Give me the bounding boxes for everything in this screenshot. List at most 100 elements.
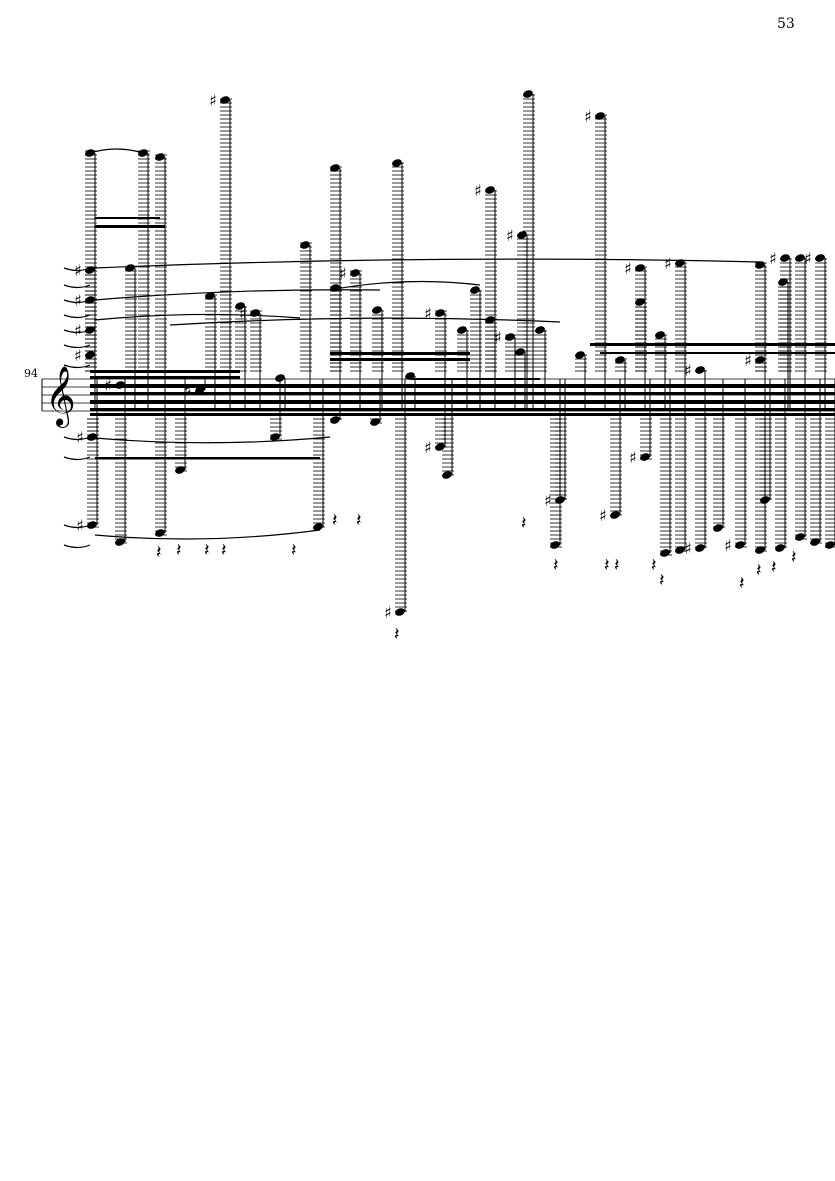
notehead (778, 278, 788, 286)
beam (95, 217, 160, 219)
notehead (780, 254, 790, 262)
note (138, 149, 150, 411)
sharp-icon: ♯ (629, 448, 637, 467)
sharp-icon: ♯ (74, 346, 82, 365)
notehead (155, 153, 165, 161)
notehead (695, 366, 705, 374)
notehead (205, 292, 215, 300)
notehead (485, 316, 495, 324)
tie (63, 364, 91, 369)
notehead (195, 386, 205, 394)
tie (169, 317, 561, 326)
notehead (760, 496, 770, 504)
note (155, 379, 167, 537)
note (760, 379, 772, 504)
beam (90, 392, 835, 395)
notehead (350, 269, 360, 277)
note (405, 372, 416, 411)
sharp-icon: ♯ (384, 603, 392, 622)
notehead (755, 356, 765, 364)
note (370, 379, 382, 426)
sharp-icon: ♯ (744, 351, 752, 370)
note (313, 379, 325, 531)
quarter-rest-icon: 𝄽 (553, 555, 559, 576)
notehead (85, 149, 95, 157)
note: ♯ (239, 304, 262, 411)
note: ♯ (684, 379, 707, 558)
note (660, 379, 672, 557)
notehead (85, 351, 95, 359)
notehead (660, 549, 670, 557)
rests: 𝄽𝄽𝄽𝄽𝄽𝄽𝄽𝄽𝄽𝄽𝄽𝄽𝄽𝄽𝄽𝄽𝄽𝄽 (156, 510, 797, 645)
note: ♯ (584, 107, 607, 411)
note: ♯ (804, 249, 827, 411)
quarter-rest-icon: 𝄽 (221, 540, 227, 561)
note (713, 379, 725, 532)
sharp-icon: ♯ (724, 536, 732, 555)
quarter-rest-icon: 𝄽 (739, 573, 745, 594)
notehead (695, 544, 705, 552)
note: ♯ (339, 264, 362, 411)
quarter-rest-icon: 𝄽 (394, 624, 400, 645)
notehead (755, 261, 765, 269)
sharp-icon: ♯ (474, 181, 482, 200)
notehead (330, 416, 340, 424)
sharp-icon: ♯ (239, 304, 247, 323)
sharp-icon: ♯ (769, 249, 777, 268)
notehead (635, 264, 645, 272)
quarter-rest-icon: 𝄽 (291, 540, 297, 561)
note (810, 379, 822, 546)
note: ♯ (74, 346, 97, 411)
note (115, 379, 127, 546)
note (372, 306, 384, 411)
notehead (85, 326, 95, 334)
sharp-icon: ♯ (599, 506, 607, 525)
sharp-icon: ♯ (494, 328, 502, 347)
tie (63, 314, 91, 319)
beam (330, 358, 470, 361)
quarter-rest-icon: 𝄽 (791, 547, 797, 568)
note (330, 379, 342, 424)
note (615, 356, 627, 411)
quarter-rest-icon: 𝄽 (521, 513, 527, 534)
notes: ♯♯♯♯♯♯♯♯♯♯♯♯♯♯♯♯♯♯♯♯♯♯♯♯♯♯♯♯♯ (74, 90, 835, 622)
quarter-rest-icon: 𝄽 (771, 557, 777, 578)
quarter-rest-icon: 𝄽 (176, 540, 182, 561)
note (675, 379, 687, 554)
notehead (555, 496, 565, 504)
note (778, 278, 790, 411)
beam (90, 408, 835, 411)
notehead (175, 466, 185, 474)
notehead (435, 443, 445, 451)
note (485, 316, 497, 411)
beams (90, 217, 835, 460)
note: ♯ (474, 181, 497, 411)
treble-clef-icon: 𝄞 (45, 366, 76, 428)
notehead (815, 254, 825, 262)
notehead (713, 524, 723, 532)
notehead (300, 241, 310, 249)
notehead (675, 546, 685, 554)
quarter-rest-icon: 𝄽 (332, 510, 338, 531)
notehead (235, 302, 245, 310)
note (155, 153, 167, 411)
quarter-rest-icon: 𝄽 (604, 555, 610, 576)
sharp-icon: ♯ (624, 259, 632, 278)
tie (63, 344, 91, 349)
notehead (675, 259, 685, 267)
note (300, 241, 312, 411)
tie (94, 258, 761, 269)
notehead (485, 186, 495, 194)
notehead (85, 296, 95, 304)
notehead (735, 541, 745, 549)
notehead (270, 433, 280, 441)
beam (90, 413, 835, 416)
quarter-rest-icon: 𝄽 (356, 510, 362, 531)
tie (63, 456, 91, 461)
sharp-icon: ♯ (76, 428, 84, 447)
note (235, 302, 247, 411)
notehead (330, 284, 340, 292)
sharp-icon: ♯ (804, 249, 812, 268)
quarter-rest-icon: 𝄽 (614, 555, 620, 576)
